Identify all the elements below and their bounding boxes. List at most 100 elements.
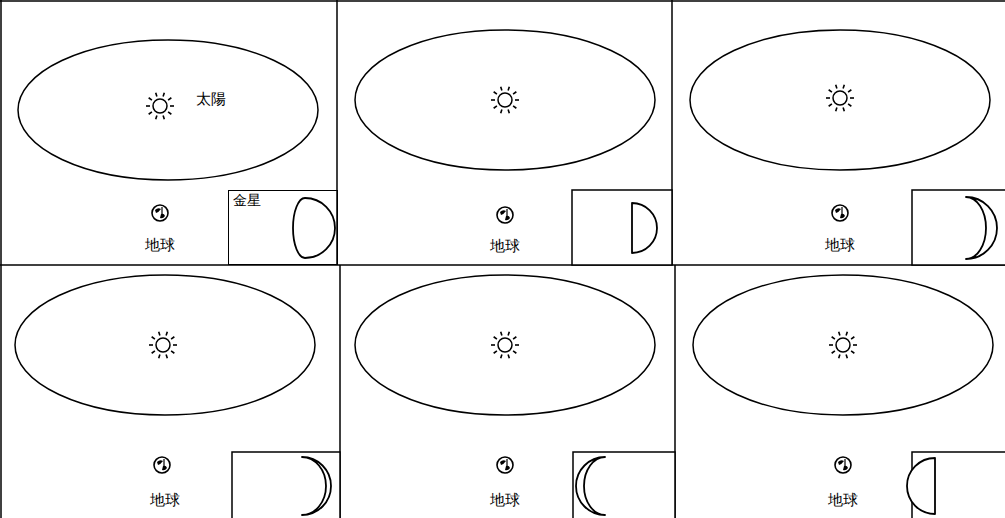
orbit-ellipses: [15, 30, 993, 415]
sun-ray: [501, 110, 502, 114]
sun-ray: [851, 351, 854, 353]
earth-symbols: [152, 205, 851, 473]
earth-disc: [154, 457, 170, 473]
earth-axis: [841, 207, 842, 214]
inset-box: 金星: [228, 190, 338, 265]
sun-label: 太陽: [196, 91, 226, 108]
sun-ray: [508, 110, 509, 114]
venus-orbit: [355, 275, 655, 415]
earth-axis: [161, 207, 162, 214]
sun-ray: [846, 355, 847, 359]
earth-label: 地球: [825, 237, 855, 254]
planet-label: 金星: [229, 192, 265, 209]
sun-ray: [501, 332, 502, 336]
venus-orbit: [690, 30, 990, 170]
sun-ray: [491, 344, 495, 346]
sun-ray: [166, 332, 167, 336]
grid-line: [0, 264, 1005, 266]
earth-axis: [163, 459, 164, 466]
sun-ray: [848, 90, 851, 92]
earth-symbol: [832, 205, 848, 221]
sun-ray: [832, 351, 835, 353]
sun-symbols: [146, 85, 857, 359]
sun-ray: [832, 337, 835, 339]
earth-label: 地球: [490, 492, 520, 509]
sun-ray: [829, 344, 833, 346]
sun-ray: [168, 98, 171, 100]
sun-ray: [501, 87, 502, 91]
sun-ray: [843, 108, 844, 112]
venus-phase: [302, 457, 331, 515]
sun-ray: [850, 97, 854, 99]
earth-land: [505, 466, 510, 471]
earth-axis: [506, 209, 507, 216]
sun-ray: [146, 105, 150, 107]
venus-phase: [966, 197, 997, 259]
earth-symbol: [497, 207, 513, 223]
venus-phase: [576, 457, 605, 515]
sun-disc: [833, 91, 847, 105]
venus-orbit: [18, 40, 318, 180]
earth-land: [160, 214, 165, 219]
sun-ray: [149, 112, 152, 114]
venus-phase: [632, 203, 657, 253]
sun-ray: [494, 106, 497, 108]
sun-ray: [829, 104, 832, 106]
sun-disc: [498, 338, 512, 352]
sun-disc: [498, 93, 512, 107]
sun-ray: [168, 112, 171, 114]
venus-orbit: [355, 30, 655, 170]
earth-land: [500, 210, 506, 215]
sun-ray: [152, 351, 155, 353]
earth-disc: [497, 207, 513, 223]
sun-ray: [494, 351, 497, 353]
sun-ray: [171, 351, 174, 353]
sun-ray: [170, 105, 174, 107]
sun-ray: [173, 344, 177, 346]
sun-ray: [149, 344, 153, 346]
sun-ray: [159, 332, 160, 336]
venus-phases: [293, 197, 997, 515]
earth-label: 地球: [490, 238, 520, 255]
venus-phase: [293, 198, 335, 258]
sun-ray: [846, 332, 847, 336]
earth-land: [505, 216, 510, 221]
inset-frame: [912, 190, 1005, 265]
sun-ray: [843, 85, 844, 89]
sun-ray: [513, 92, 516, 94]
venus-phase: [907, 458, 935, 514]
earth-land: [835, 208, 841, 213]
earth-land: [838, 460, 844, 465]
sun-ray: [839, 355, 840, 359]
inset-frames: [232, 190, 1005, 518]
grid-line: [0, 0, 2, 518]
sun-ray: [508, 355, 509, 359]
earth-disc: [835, 457, 851, 473]
venus-orbit: [693, 275, 993, 415]
sun-ray: [851, 337, 854, 339]
earth-symbol: [152, 205, 168, 221]
earth-axis: [844, 459, 845, 466]
venus-orbit: [15, 275, 315, 415]
sun-ray: [491, 99, 495, 101]
sun-ray: [826, 97, 830, 99]
earth-disc: [152, 205, 168, 221]
sun-ray: [163, 93, 164, 97]
sun-symbol: [829, 332, 857, 359]
sun-ray: [836, 85, 837, 89]
earth-land: [155, 208, 161, 213]
sun-ray: [494, 337, 497, 339]
inset-frame: [572, 190, 672, 265]
sun-symbol: [146, 93, 174, 120]
earth-label: 地球: [145, 237, 175, 254]
sun-ray: [159, 355, 160, 359]
sun-ray: [839, 332, 840, 336]
earth-land: [162, 466, 167, 471]
sun-ray: [853, 344, 857, 346]
sun-symbol: [149, 332, 177, 359]
sun-symbol: [826, 85, 854, 112]
earth-disc: [497, 457, 513, 473]
